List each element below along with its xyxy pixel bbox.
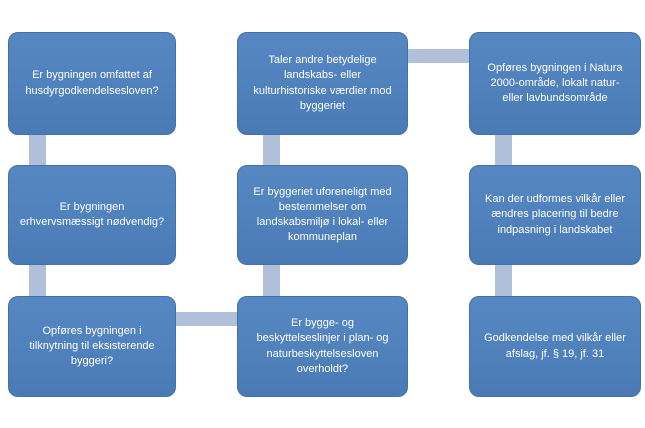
step-box-vilkaar-aendret-placering: Kan der udformes vilkår eller ændres pla… — [469, 165, 641, 265]
step-text: Er bygningen omfattet af husdyrgodkendel… — [25, 69, 159, 97]
connector-left-row1-row2 — [29, 134, 46, 166]
connector-mid-to-right-top — [407, 49, 470, 63]
step-text: Godkendelse med vilkår eller afslag, jf.… — [484, 332, 626, 360]
step-text: Opføres bygningen i Natura 2000-område, … — [487, 61, 623, 105]
connector-mid-row2-row3 — [263, 264, 280, 297]
connector-right-row2-row3 — [495, 264, 512, 297]
step-box-natura-2000-omraade: Opføres bygningen i Natura 2000-område, … — [469, 32, 641, 135]
step-text: Er bygge- og beskyttelseslinjer i plan- … — [256, 317, 389, 375]
step-box-bygge-beskyttelseslinjer-overholdt: Er bygge- og beskyttelseslinjer i plan- … — [237, 296, 408, 397]
step-text: Kan der udformes vilkår eller ændres pla… — [484, 193, 625, 236]
step-text: Er byggeriet uforeneligt med bestemmelse… — [253, 185, 392, 244]
connector-left-row2-row3 — [29, 264, 46, 297]
step-text: Er bygningen erhvervsmæssigt nødvendig? — [19, 200, 165, 228]
step-box-erhvervsmaessigt-noedvendig: Er bygningen erhvervsmæssigt nødvendig? — [8, 165, 176, 265]
connector-right-row1-row2 — [495, 134, 512, 166]
step-box-landskabs-kulturhistoriske-vaerdier: Taler andre betydelige landskabs- eller … — [237, 32, 408, 135]
step-box-uforeneligt-lokal-kommuneplan: Er byggeriet uforeneligt med bestemmelse… — [237, 165, 408, 265]
connector-left-to-mid-bottom — [175, 312, 238, 326]
step-box-tilknytning-eksisterende-byggeri: Opføres bygningen i tilknytning til eksi… — [8, 296, 176, 397]
step-text: Taler andre betydelige landskabs- eller … — [253, 54, 392, 112]
step-box-godkendelse-afslag: Godkendelse med vilkår eller afslag, jf.… — [469, 296, 641, 397]
step-text: Opføres bygningen i tilknytning til eksi… — [29, 324, 155, 368]
step-box-husdyrgodkendelsesloven: Er bygningen omfattet af husdyrgodkendel… — [8, 32, 176, 135]
connector-mid-row1-row2 — [263, 134, 280, 166]
